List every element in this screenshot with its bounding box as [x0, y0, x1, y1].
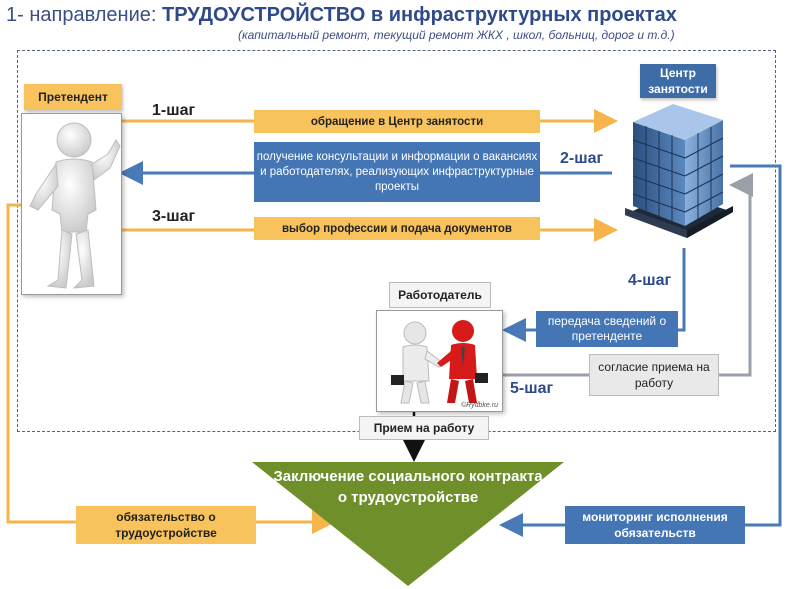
- step2-bar: получение консультации и информации о ва…: [254, 142, 540, 202]
- title-prefix: 1- направление:: [6, 4, 162, 26]
- contract-triangle: [252, 462, 564, 586]
- step2-label: 2-шаг: [560, 150, 604, 167]
- step5-bar: согласие приема на работу: [589, 354, 719, 396]
- step4-bar: передача сведений о претенденте: [536, 311, 678, 347]
- person-icon: [29, 122, 121, 289]
- page-title: 1- направление: ТРУДОУСТРОЙСТВО в инфрас…: [6, 4, 677, 27]
- contract-text: Заключение социального контракта о трудо…: [273, 468, 543, 506]
- step1-bar: обращение в Центр занятости: [254, 110, 540, 133]
- monitoring-box: мониторинг исполнения обязательств: [565, 506, 745, 544]
- hire-label: Прием на работу: [359, 416, 489, 440]
- title-main: ТРУДОУСТРОЙСТВО в инфраструктурных проек…: [162, 4, 677, 26]
- step5-label: 5-шаг: [510, 380, 554, 397]
- obligation-box: обязательство о трудоустройстве: [76, 506, 256, 544]
- step4-label: 4-шаг: [628, 272, 672, 289]
- page-subtitle: (капитальный ремонт, текущий ремонт ЖКХ …: [238, 28, 675, 42]
- center-label: Центр занятости: [640, 64, 716, 98]
- watermark: ©Rydbke.ru: [460, 402, 498, 409]
- applicant-figure: [21, 113, 122, 295]
- handshake-icon: [391, 320, 488, 404]
- applicant-label: Претендент: [24, 84, 122, 110]
- building-icon: [625, 104, 733, 238]
- step3-label: 3-шаг: [152, 208, 196, 225]
- employer-image: ©Rydbke.ru: [376, 310, 503, 412]
- employer-label: Работодатель: [389, 282, 491, 308]
- step3-bar: выбор профессии и подача документов: [254, 217, 540, 240]
- step1-label: 1-шаг: [152, 102, 196, 119]
